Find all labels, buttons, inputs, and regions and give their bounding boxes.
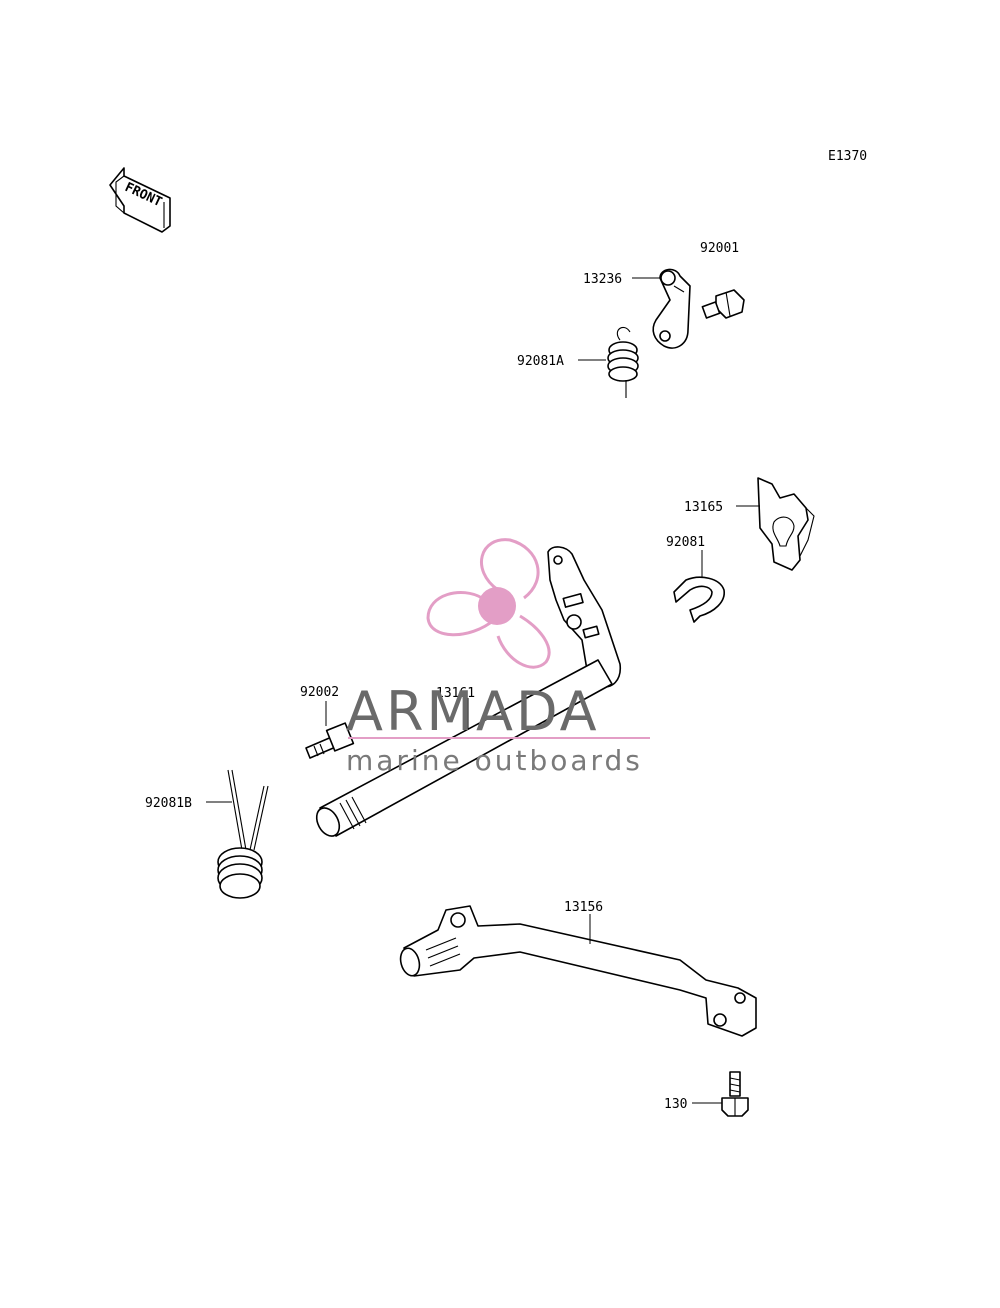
part-92001[interactable] (701, 289, 745, 319)
label-92081B: 92081B (145, 796, 192, 811)
label-13165: 13165 (684, 500, 723, 515)
part-130[interactable] (721, 1071, 749, 1117)
label-13156: 13156 (564, 900, 603, 915)
part-92081A[interactable] (607, 326, 639, 398)
label-13161: 13161 (436, 686, 475, 701)
part-92002[interactable] (305, 722, 355, 759)
propeller-logo-icon (426, 538, 551, 669)
label-92081: 92081 (666, 535, 705, 550)
label-92001: 92001 (700, 241, 739, 256)
part-13236[interactable] (652, 268, 691, 349)
diagram-code: E1370 (828, 149, 867, 164)
label-130: 130 (664, 1097, 687, 1112)
watermark-tagline: marine outboards (346, 744, 643, 777)
watermark: ARMADA marine outboards (346, 538, 650, 777)
part-92081[interactable] (673, 576, 725, 623)
label-92002: 92002 (300, 685, 339, 700)
part-13156[interactable] (398, 905, 757, 1037)
label-92081A: 92081A (517, 354, 564, 369)
part-92081B[interactable] (217, 769, 269, 899)
part-13161[interactable] (312, 546, 622, 840)
front-arrow-icon: FRONT (109, 167, 171, 233)
label-13236: 13236 (583, 272, 622, 287)
part-13165[interactable] (757, 477, 815, 571)
watermark-brand: ARMADA (346, 680, 600, 743)
